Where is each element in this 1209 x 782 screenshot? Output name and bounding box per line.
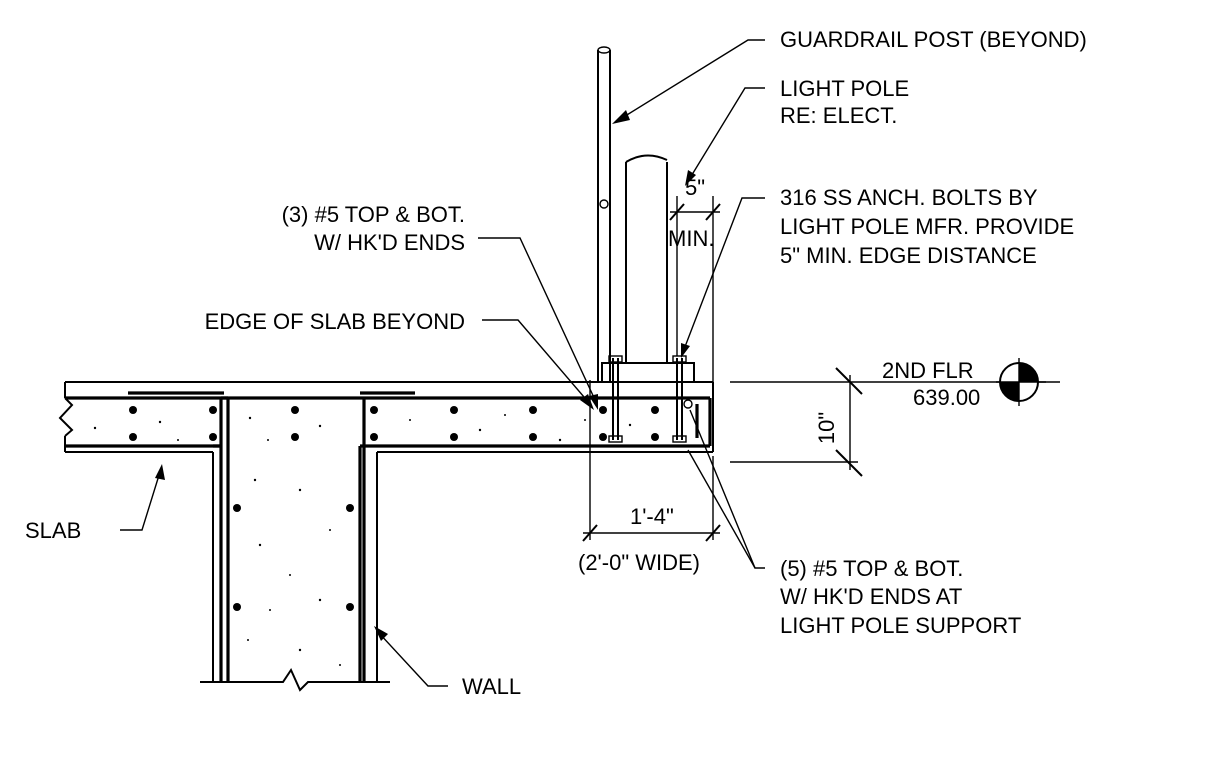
light-pole-label-line1: LIGHT POLE	[780, 76, 909, 101]
light-pole-label-line2: RE: ELECT.	[780, 103, 897, 128]
concrete-hatch	[93, 414, 632, 666]
top-bars-label-line2: W/ HK'D ENDS	[314, 230, 465, 255]
pole-bars-label-line3: LIGHT POLE SUPPORT	[780, 613, 1021, 638]
slab-break-line-icon	[58, 397, 74, 437]
edge-of-slab-label: EDGE OF SLAB BEYOND	[205, 309, 465, 334]
elevation-target-icon	[858, 358, 1060, 406]
anchor-bolts-label-line1: 316 SS ANCH. BOLTS BY	[780, 185, 1038, 210]
slab-thickness-value: 10"	[814, 412, 839, 444]
light-pole	[601, 154, 695, 383]
wall-outline	[200, 452, 390, 692]
anchor-bolts-label-line2: LIGHT POLE MFR. PROVIDE	[780, 214, 1074, 239]
guardrail-post	[597, 46, 611, 382]
level-name: 2ND FLR	[882, 358, 974, 383]
edge-distance-value: 5"	[685, 175, 705, 200]
slab-thickness-dimension	[730, 367, 863, 477]
support-width-value: 1'-4"	[630, 504, 674, 529]
edge-distance-dimension	[669, 196, 721, 382]
top-bars-label-line1: (3) #5 TOP & BOT.	[282, 202, 465, 227]
pole-bars-label-line2: W/ HK'D ENDS AT	[780, 584, 962, 609]
slab-label: SLAB	[25, 518, 81, 543]
pole-bars-label-line1: (5) #5 TOP & BOT.	[780, 556, 963, 581]
anchor-bolts	[608, 355, 693, 443]
slab-rebar	[65, 391, 712, 448]
wall-label: WALL	[462, 674, 521, 699]
edge-distance-note: MIN.	[668, 226, 714, 251]
support-width-note: (2'-0" WIDE)	[578, 550, 700, 575]
anchor-bolts-label-line3: 5" MIN. EDGE DISTANCE	[780, 243, 1037, 268]
level-elevation: 639.00	[913, 385, 980, 410]
guardrail-post-label: GUARDRAIL POST (BEYOND)	[780, 27, 1087, 52]
rebar-dots	[129, 406, 659, 611]
wall-rebar	[213, 398, 366, 682]
leaders	[120, 39, 765, 687]
